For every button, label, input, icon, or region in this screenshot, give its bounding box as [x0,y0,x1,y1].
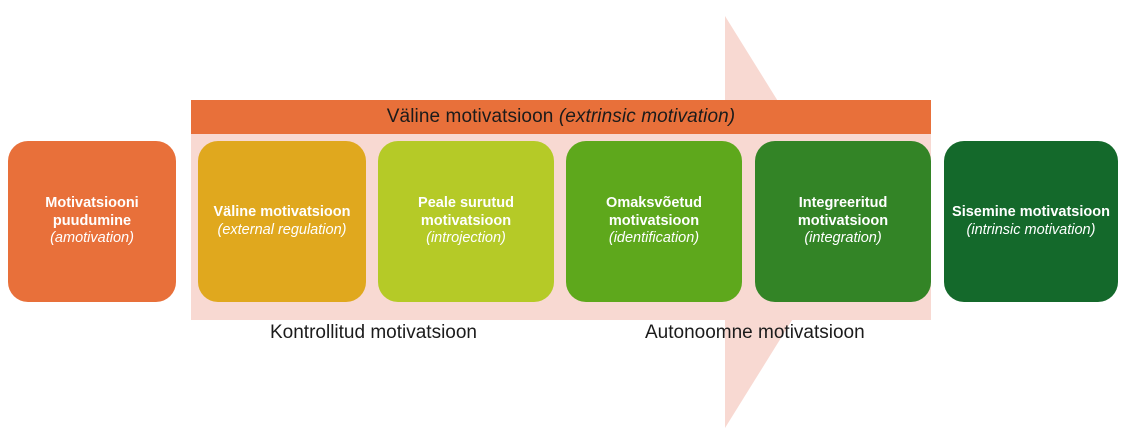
box-external-regulation-english: (external regulation) [217,221,347,238]
box-identification-label: Omaksvõetud motivatsioon (identification… [574,195,734,248]
box-integration-estonian: Integreeritud motivatsioon [797,194,889,229]
box-amotivation-estonian: Motivatsiooni puudumine [45,194,139,229]
caption-autonomous-motivation: Autonoomne motivatsioon [645,322,865,343]
extrinsic-motivation-header-label: Väline motivatsioon (extrinsic motivatio… [387,106,735,128]
box-external-regulation-estonian: Väline motivatsioon [213,203,351,220]
box-external-regulation-label: Väline motivatsioon (external regulation… [214,204,351,239]
box-identification-estonian: Omaksvõetud motivatsioon [606,194,702,229]
box-amotivation[interactable]: Motivatsiooni puudumine (amotivation) [8,141,176,302]
box-introjection[interactable]: Peale surutud motivatsioon (introjection… [378,141,554,302]
box-amotivation-english: (amotivation) [50,230,134,247]
box-intrinsic-motivation-english: (intrinsic motivation) [966,221,1096,238]
box-introjection-label: Peale surutud motivatsioon (introjection… [386,195,546,248]
box-identification[interactable]: Omaksvõetud motivatsioon (identification… [566,141,742,302]
box-intrinsic-motivation-label: Sisemine motivatsioon (intrinsic motivat… [952,204,1110,239]
box-integration-english: (integration) [804,230,882,247]
header-estonian-text: Väline motivatsioon [386,106,554,127]
box-amotivation-label: Motivatsiooni puudumine (amotivation) [16,195,168,248]
extrinsic-motivation-header: Väline motivatsioon (extrinsic motivatio… [191,100,931,134]
box-intrinsic-motivation-estonian: Sisemine motivatsioon [952,203,1110,220]
box-integration[interactable]: Integreeritud motivatsioon (integration) [755,141,931,302]
box-introjection-english: (introjection) [426,230,506,247]
box-external-regulation[interactable]: Väline motivatsioon (external regulation… [198,141,366,302]
box-integration-label: Integreeritud motivatsioon (integration) [763,195,923,248]
caption-controlled-motivation: Kontrollitud motivatsioon [270,322,477,343]
box-introjection-estonian: Peale surutud motivatsioon [418,194,514,229]
box-identification-english: (identification) [608,230,700,247]
header-english-text: (extrinsic motivation) [558,106,736,127]
box-intrinsic-motivation[interactable]: Sisemine motivatsioon (intrinsic motivat… [944,141,1118,302]
